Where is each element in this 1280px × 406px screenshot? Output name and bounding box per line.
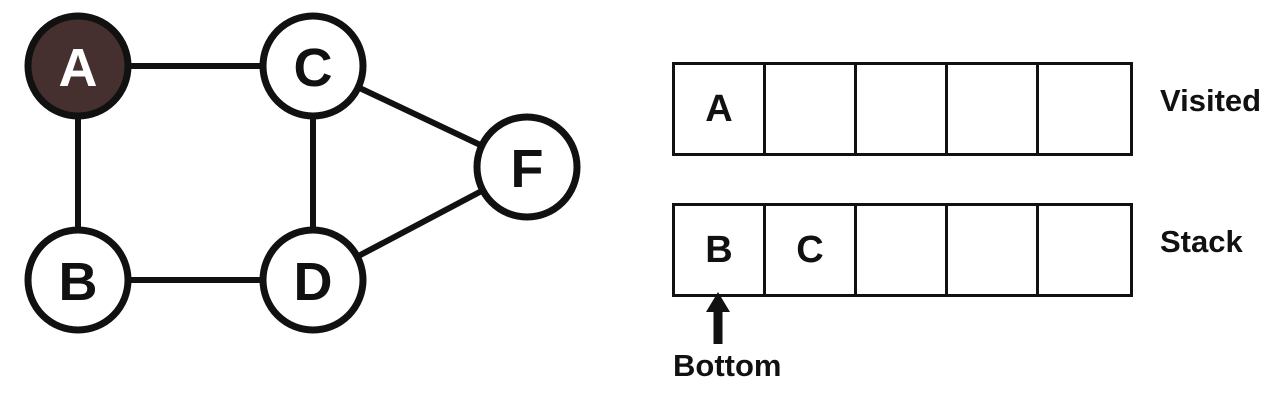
graph-panel: A C F B D — [24, 12, 581, 334]
stack-cell-0[interactable]: B — [675, 206, 766, 294]
stack-cell-4[interactable] — [1039, 206, 1130, 294]
visited-array-label: Visited — [1160, 83, 1262, 118]
graph-nodes: A C F B D — [24, 12, 581, 334]
graph-node-label-c: C — [294, 38, 333, 98]
stack-cell-3[interactable] — [948, 206, 1039, 294]
graph-node-label-b: B — [59, 252, 98, 312]
graph-node-circle-a — [24, 12, 132, 120]
stack-array-label: Stack — [1160, 224, 1243, 259]
stack-cell-1[interactable]: C — [766, 206, 857, 294]
graph-node-b[interactable]: B — [24, 226, 132, 334]
graph-node-label-f: F — [511, 139, 544, 199]
stack-cell-2[interactable] — [857, 206, 948, 294]
graph-node-label-a: A — [59, 38, 98, 98]
graph-node-f[interactable]: F — [473, 113, 581, 221]
graph-edge-d-f — [352, 185, 488, 262]
graph-node-circle-f — [473, 113, 581, 221]
graph-diagram: A C F B D — [24, 12, 581, 334]
graph-node-label-d: D — [294, 252, 333, 312]
graph-node-circle-c — [259, 12, 367, 120]
graph-node-a[interactable]: A — [24, 12, 132, 120]
visited-cell-4[interactable] — [1039, 65, 1130, 153]
visited-cell-3[interactable] — [948, 65, 1039, 153]
visited-array-row: A — [672, 62, 1133, 156]
visited-cell-0[interactable]: A — [675, 65, 766, 153]
visited-cell-1[interactable] — [766, 65, 857, 153]
graph-node-circle-d — [259, 226, 367, 334]
graph-edge-c-f — [353, 82, 487, 151]
bottom-pointer-arrow-icon — [706, 292, 730, 344]
graph-node-circle-b — [24, 226, 132, 334]
visited-cell-2[interactable] — [857, 65, 948, 153]
graph-node-d[interactable]: D — [259, 226, 367, 334]
graph-edges — [75, 63, 488, 283]
graph-node-c[interactable]: C — [259, 12, 367, 120]
visited-array: A — [672, 62, 1133, 156]
bottom-pointer-label: Bottom — [673, 348, 782, 383]
